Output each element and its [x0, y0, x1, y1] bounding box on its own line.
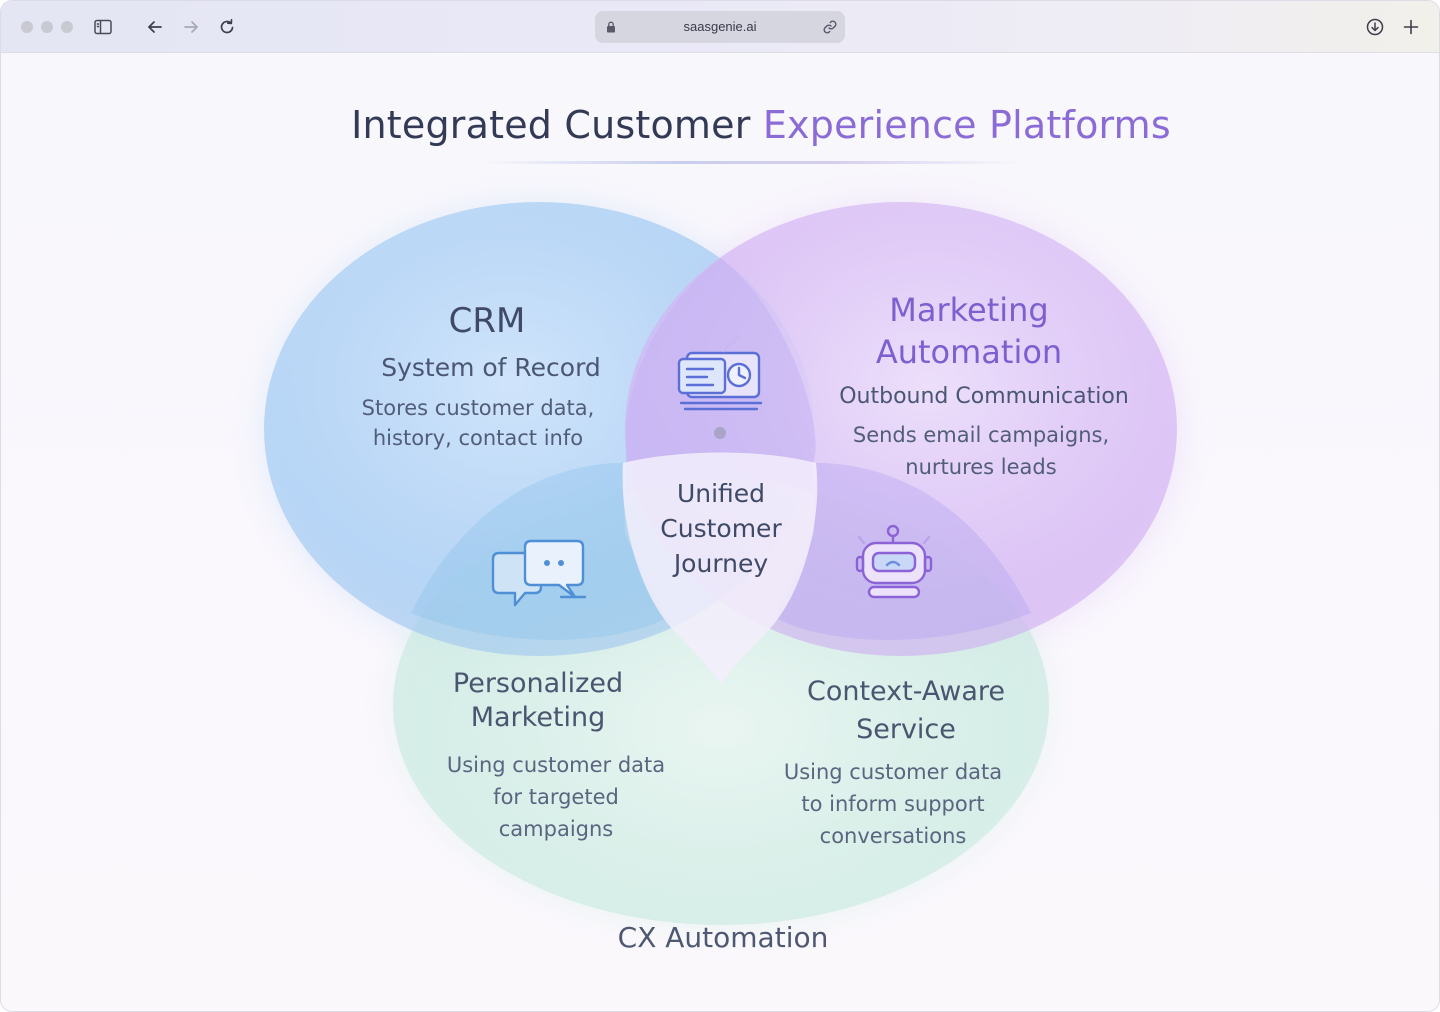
- address-url: saasgenie.ai: [683, 19, 757, 34]
- sidebar-toggle-icon[interactable]: [91, 15, 115, 39]
- context-aware-service-description-line: Using customer data: [783, 760, 1003, 784]
- cx-automation-heading: CX Automation: [617, 921, 829, 954]
- download-icon[interactable]: [1363, 15, 1387, 39]
- context-aware-service-description-line: conversations: [819, 824, 967, 848]
- context-aware-service-description: Using customer data to inform support co…: [753, 756, 1033, 852]
- personalized-marketing-heading-line: Marketing: [470, 702, 606, 733]
- center-label-line: Journey: [673, 549, 769, 578]
- back-arrow-icon[interactable]: [143, 15, 167, 39]
- personalized-marketing-description: Using customer data for targeted campaig…: [416, 749, 696, 845]
- venn-diagram: [259, 199, 1183, 930]
- context-aware-service-heading: Context-Aware Service: [771, 673, 1041, 749]
- unified-customer-journey-label: Unified Customer Journey: [621, 476, 821, 581]
- personalized-marketing-description-line: for targeted: [493, 785, 619, 809]
- title-divider: [481, 161, 1021, 164]
- marketing-automation-description: Sends email campaigns, nurtures leads: [831, 419, 1131, 483]
- crm-description: Stores customer data, history, contact i…: [318, 393, 638, 453]
- marketing-automation-heading-line: Automation: [875, 333, 1063, 371]
- center-overlap: [622, 452, 818, 685]
- personalized-marketing-description-line: campaigns: [498, 817, 614, 841]
- page-title: Integrated Customer Experience Platforms: [1, 103, 1439, 147]
- context-aware-service-heading-line: Context-Aware: [806, 676, 1006, 707]
- marketing-automation-description-line: nurtures leads: [905, 455, 1057, 479]
- center-label-line: Unified: [676, 479, 766, 508]
- connector-dot: [714, 427, 726, 439]
- crm-description-line: Stores customer data,: [361, 396, 595, 420]
- crm-subheading: System of Record: [381, 353, 601, 382]
- chat-bubbles-icon: [491, 539, 587, 607]
- new-tab-plus-icon[interactable]: [1399, 15, 1423, 39]
- center-label-line: Customer: [660, 514, 782, 543]
- crm-description-line: history, contact info: [372, 426, 584, 450]
- close-window-button[interactable]: [21, 21, 33, 33]
- marketing-automation-subheading: Outbound Communication: [839, 384, 1129, 409]
- page-title-main: Integrated Customer: [351, 103, 763, 147]
- forward-arrow-icon[interactable]: [179, 15, 203, 39]
- marketing-automation-description-line: Sends email campaigns,: [852, 423, 1110, 447]
- page-content: Integrated Customer Experience Platforms: [1, 53, 1439, 1011]
- marketing-automation-heading-line: Marketing: [889, 291, 1049, 329]
- address-bar[interactable]: saasgenie.ai: [595, 11, 845, 43]
- link-icon[interactable]: [822, 19, 838, 35]
- reload-icon[interactable]: [215, 15, 239, 39]
- browser-toolbar: saasgenie.ai: [1, 1, 1439, 53]
- personalized-marketing-heading: Personalized Marketing: [413, 667, 663, 735]
- lock-icon: [607, 21, 615, 33]
- personalized-marketing-heading-line: Personalized: [452, 668, 624, 699]
- marketing-automation-heading: Marketing Automation: [819, 289, 1119, 373]
- email-analytics-icon: [677, 335, 763, 411]
- personalized-marketing-description-line: Using customer data: [446, 753, 666, 777]
- minimize-window-button[interactable]: [41, 21, 53, 33]
- context-aware-service-description-line: to inform support: [801, 792, 985, 816]
- page-title-accent: Experience Platforms: [762, 103, 1171, 147]
- robot-icon: [855, 524, 933, 599]
- crm-heading: CRM: [448, 301, 526, 341]
- zoom-window-button[interactable]: [61, 21, 73, 33]
- context-aware-service-heading-line: Service: [856, 714, 956, 745]
